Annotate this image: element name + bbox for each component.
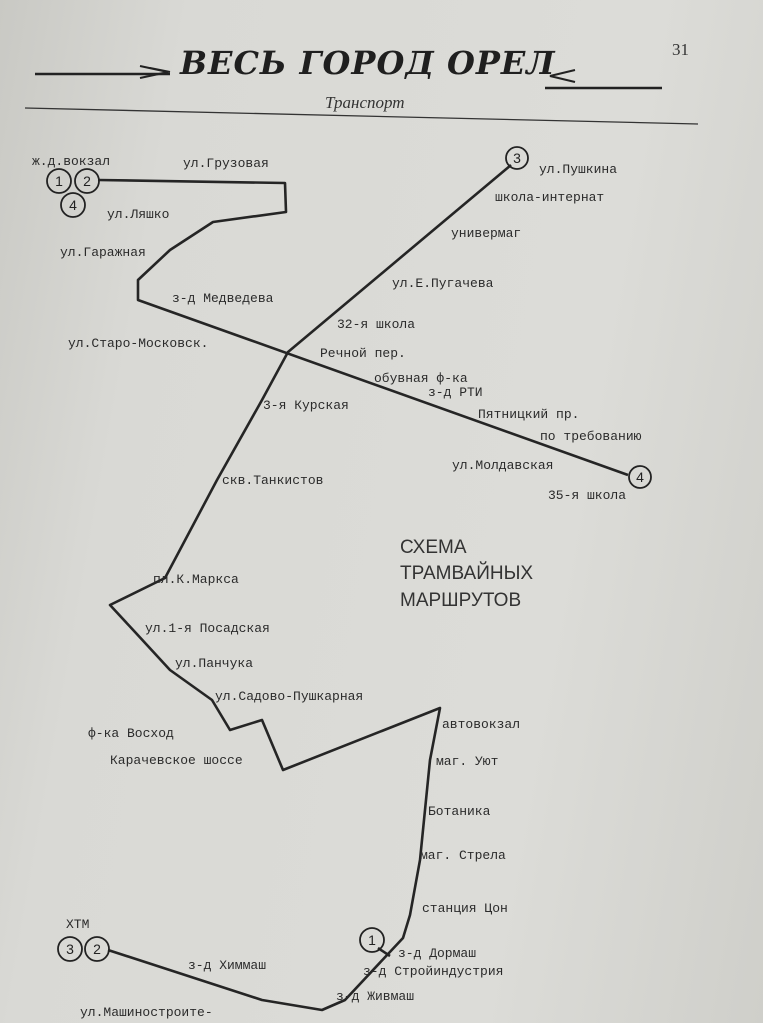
route-marker-2-htm bbox=[84, 936, 110, 962]
station-label: ул.Грузовая bbox=[183, 156, 269, 171]
station-label: школа-интернат bbox=[495, 190, 604, 205]
station-label: ул.Ляшко bbox=[107, 207, 169, 222]
station-label: автовокзал bbox=[442, 717, 520, 732]
scheme-title-line: СХЕМА bbox=[400, 537, 467, 558]
scheme-title-line: МАРШРУТОВ bbox=[400, 590, 521, 611]
route-number: 3 bbox=[66, 941, 74, 957]
route-line-1-2-4 bbox=[97, 178, 629, 477]
station-label: ул.Панчука bbox=[175, 656, 253, 671]
route-marker-1 bbox=[46, 168, 72, 194]
station-label: ул.Гаражная bbox=[60, 245, 146, 260]
station-label: Речной пер. bbox=[320, 346, 406, 361]
route-marker-3-htm bbox=[57, 936, 83, 962]
arrow-right-icon bbox=[139, 65, 171, 79]
route-line-3 bbox=[107, 164, 512, 1012]
section-title: Транспорт bbox=[325, 93, 405, 112]
station-label: з-д Медведева bbox=[172, 291, 274, 306]
route-number: 3 bbox=[513, 150, 521, 166]
station-label: Ботаника bbox=[428, 804, 491, 819]
station-label: з-д РТИ bbox=[428, 385, 483, 400]
station-label: ул.Машиностроите- bbox=[80, 1005, 213, 1020]
station-label: ж.д.вокзал bbox=[32, 154, 110, 169]
station-label: з-д Дормаш bbox=[398, 946, 476, 961]
station-label: ул.Молдавская bbox=[452, 458, 553, 473]
station-label: ул.1-я Посадская bbox=[145, 621, 270, 636]
station-label: 35-я школа bbox=[548, 488, 626, 503]
route-marker-3 bbox=[505, 146, 529, 170]
station-label: 32-я школа bbox=[337, 317, 415, 332]
route-marker-2 bbox=[74, 168, 100, 194]
route-number: 4 bbox=[636, 469, 644, 485]
station-label: 3-я Курская bbox=[263, 398, 349, 413]
station-labels: ж.д.вокзал ул.Грузовая ул.Ляшко ул.Гараж… bbox=[32, 154, 642, 1020]
arrow-left-icon bbox=[549, 69, 576, 83]
route-marker-4-end bbox=[628, 465, 652, 489]
station-label: скв.Танкистов bbox=[222, 473, 323, 488]
page-number: 31 bbox=[672, 40, 689, 59]
header-rules bbox=[24, 65, 699, 125]
station-label: станция Цон bbox=[422, 901, 508, 916]
route-number: 1 bbox=[55, 173, 63, 189]
route-number: 2 bbox=[83, 173, 91, 189]
station-label: з-д Стройиндустрия bbox=[363, 964, 503, 979]
station-label: универмаг bbox=[451, 226, 521, 241]
station-label: пл.К.Маркса bbox=[153, 572, 239, 587]
route-number: 4 bbox=[69, 197, 77, 213]
page-header: ВЕСЬ ГОРОД ОРЕЛ Транспорт 31 bbox=[0, 0, 763, 130]
station-label: ф-ка Восход bbox=[88, 726, 174, 741]
scheme-title-line: ТРАМВАЙНЫХ bbox=[400, 562, 533, 584]
scheme-title: СХЕМА ТРАМВАЙНЫХ МАРШРУТОВ bbox=[400, 537, 533, 611]
station-label: ул.Е.Пугачева bbox=[392, 276, 494, 291]
station-label: Пятницкий пр. bbox=[478, 407, 579, 422]
station-label: маг. Стрела bbox=[420, 848, 506, 863]
station-label: ул.Пушкина bbox=[539, 162, 617, 177]
station-label: Карачевское шоссе bbox=[110, 753, 243, 768]
route-marker-1-south bbox=[359, 927, 385, 953]
station-label: по требованию bbox=[540, 429, 642, 444]
station-label: ХТМ bbox=[66, 917, 89, 932]
station-label: обувная ф-ка bbox=[374, 371, 468, 386]
station-label: з-д Живмаш bbox=[336, 989, 414, 1004]
station-label: ул.Старо-Московск. bbox=[68, 336, 208, 351]
page-title: ВЕСЬ ГОРОД ОРЕЛ bbox=[180, 44, 556, 82]
route-number: 1 bbox=[368, 932, 376, 948]
route-marker-4 bbox=[60, 192, 86, 218]
station-label: з-д Химмаш bbox=[188, 958, 266, 973]
station-label: ул.Садово-Пушкарная bbox=[215, 689, 363, 704]
station-label: маг. Уют bbox=[436, 754, 498, 769]
route-number: 2 bbox=[93, 941, 101, 957]
